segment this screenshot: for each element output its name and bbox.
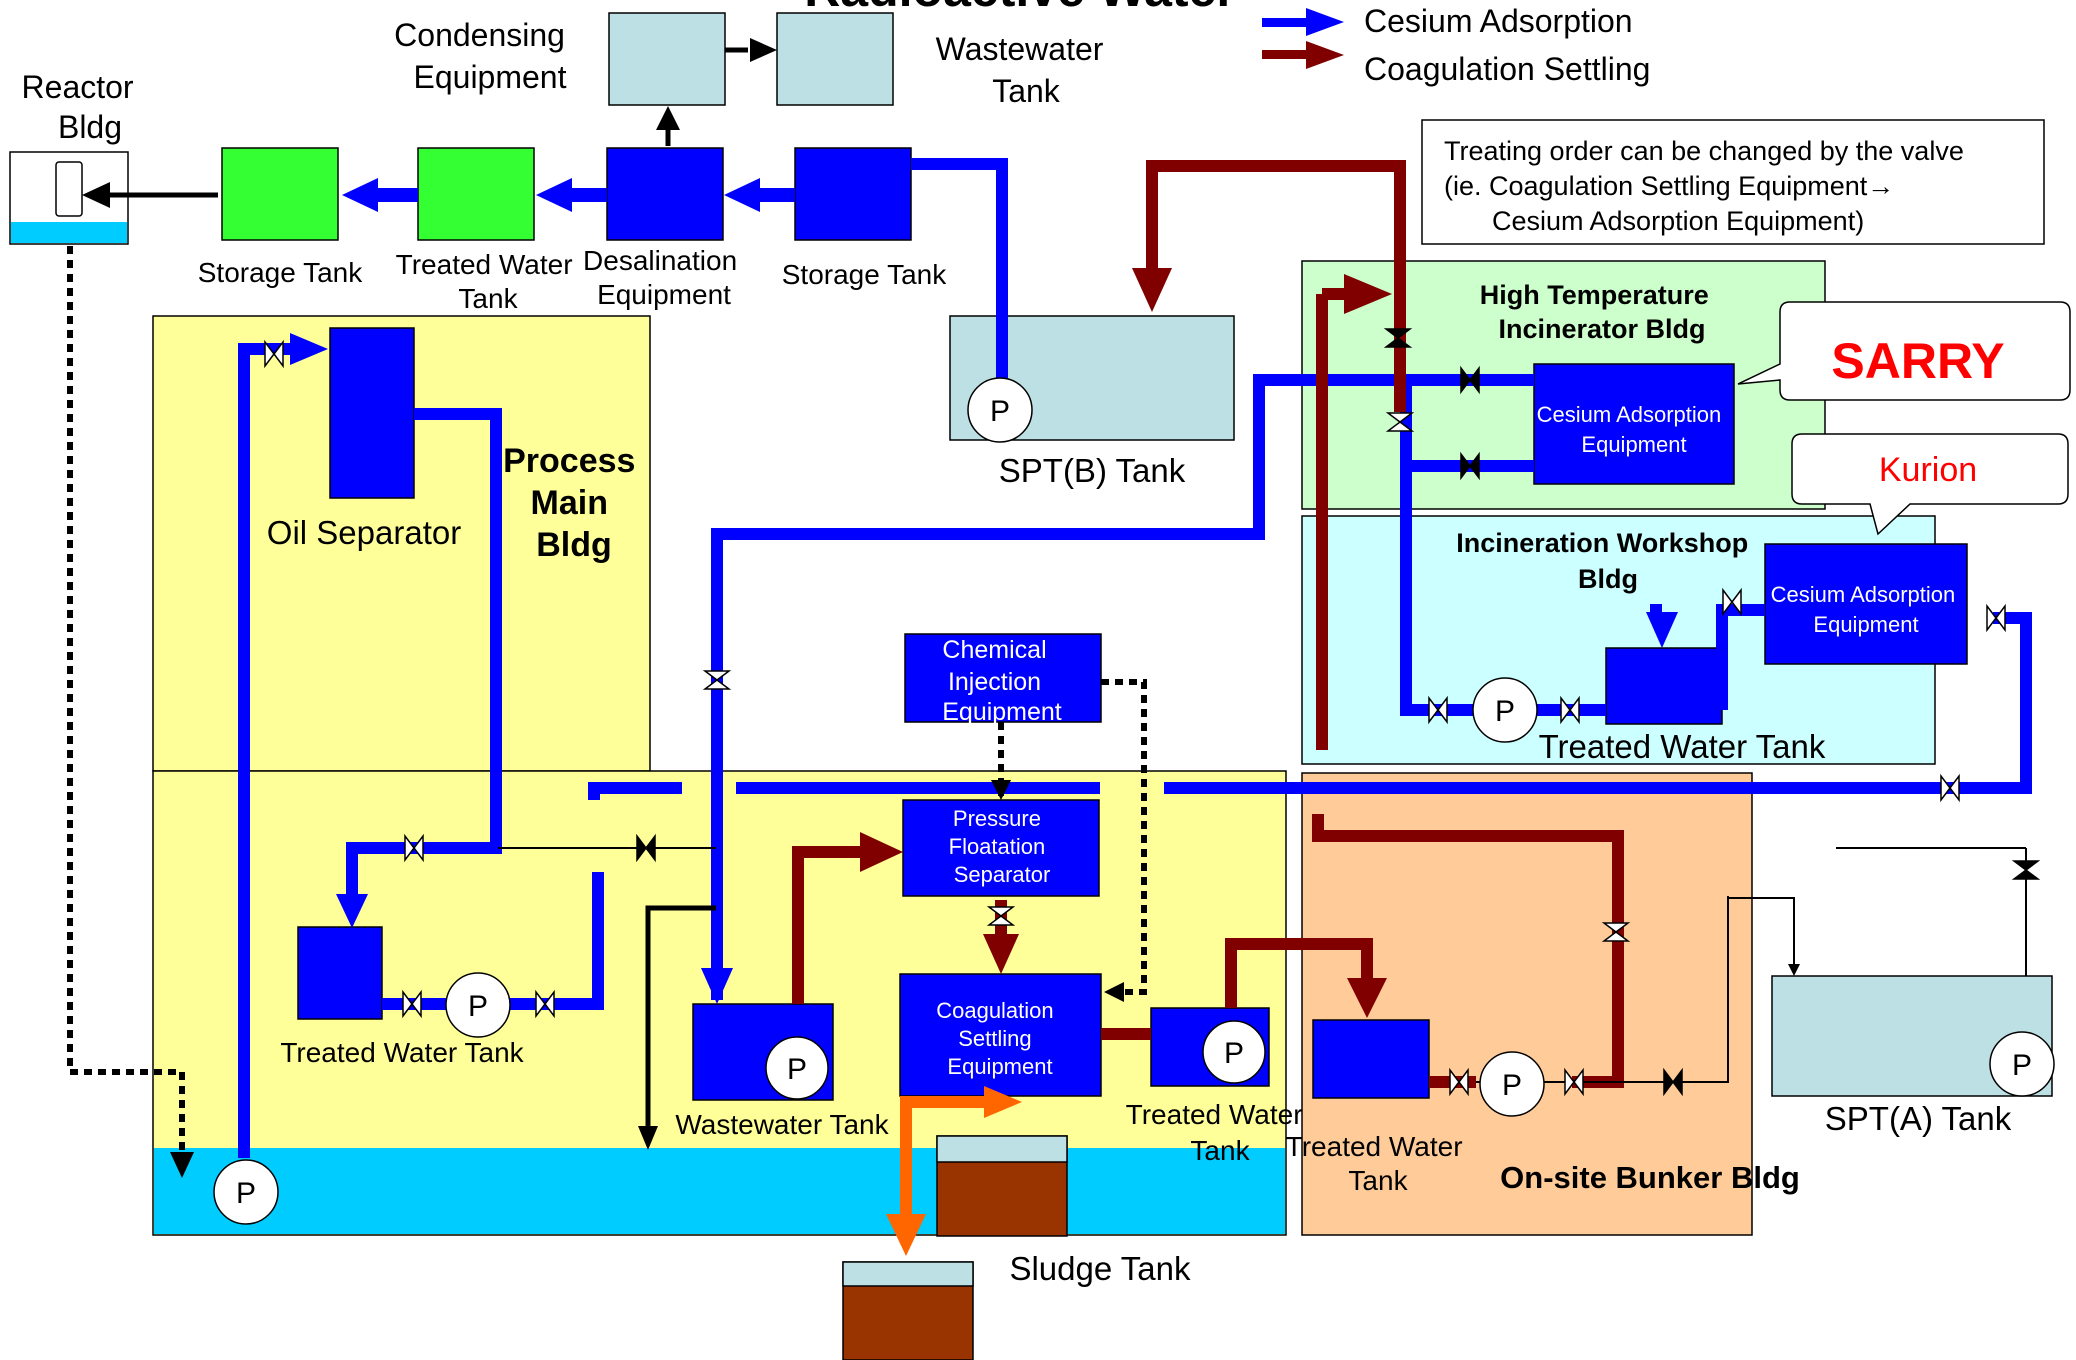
legend-cesium-label: Cesium Adsorption xyxy=(1364,3,1633,39)
wastewater-mid-label: Wastewater Tank xyxy=(675,1109,889,1140)
diagram-title: Radioactive Water xyxy=(804,0,1236,17)
valve-closed-icon xyxy=(2013,860,2039,880)
wastewater-tank-top xyxy=(776,12,894,106)
process-water-pool xyxy=(154,1148,1285,1234)
cesium-kurion-label: Cesium Adsorption Equipment xyxy=(1771,582,1962,637)
note-line-3: Cesium Adsorption Equipment) xyxy=(1492,206,1864,236)
svg-text:P: P xyxy=(990,395,1010,428)
legend-coag-label: Coagulation Settling xyxy=(1364,51,1650,87)
bunker-label: On-site Bunker Bldg xyxy=(1500,1160,1800,1195)
sludge-label: Sludge Tank xyxy=(1009,1250,1191,1287)
note-line-1: Treating order can be changed by the val… xyxy=(1444,136,1964,166)
high-temp-label: High Temperature Incinerator Bldg xyxy=(1480,280,1717,344)
reactor-drain-arrowhead xyxy=(170,1152,194,1178)
reactor-water xyxy=(11,222,127,243)
chemical-arrowhead-1 xyxy=(991,780,1011,800)
treated-water-tank-top xyxy=(417,147,535,241)
valve-open-icon xyxy=(1940,775,1960,801)
onsite-bunker-bldg xyxy=(1301,772,1753,1236)
treated-water-tank-left xyxy=(297,926,383,1020)
black-lines xyxy=(498,847,2027,1083)
oil-separator xyxy=(329,327,415,499)
reactor-arrow xyxy=(82,182,110,208)
cesium-sarry-label: Cesium Adsorption Equipment xyxy=(1537,402,1728,457)
pump-icon: P xyxy=(765,1036,829,1100)
treated-mid-label: Treated Water Tank xyxy=(1126,1099,1311,1166)
desalination-label: Desalination Equipment xyxy=(583,245,745,310)
pumps: P P P P P P P P xyxy=(213,377,2055,1225)
wastewater-top-label: Wastewater Tank xyxy=(936,31,1113,109)
reactor-core xyxy=(55,161,83,217)
pump-icon: P xyxy=(1989,1031,2055,1097)
process-main-label: Process Main Bldg xyxy=(503,442,645,564)
treated-water-tank-incin xyxy=(1605,647,1723,725)
chemical-injection-equipment xyxy=(904,633,1102,723)
spta-inlet-arrow xyxy=(1788,964,1800,976)
coagulation-settling-equipment xyxy=(899,973,1102,1097)
valve-open-icon xyxy=(704,670,730,690)
chemical-label: Chemical Injection Equipment xyxy=(942,636,1062,726)
oil-separator-label: Oil Separator xyxy=(267,514,461,551)
cesium-adsorption-kurion xyxy=(1764,543,1968,665)
svg-text:P: P xyxy=(1224,1037,1244,1070)
svg-text:P: P xyxy=(2012,1049,2032,1082)
sludge-tank-lower-top xyxy=(842,1261,974,1287)
condensing-equipment xyxy=(608,12,726,106)
storage-tank-left xyxy=(221,147,339,241)
legend: Cesium Adsorption Coagulation Settling xyxy=(1262,3,1650,87)
coagulation-label: Coagulation Settling Equipment xyxy=(936,998,1060,1079)
sarry-label: SARRY xyxy=(1831,333,2004,389)
reactor-label: Reactor Bldg xyxy=(22,69,143,145)
desalination-equipment xyxy=(606,147,724,241)
pump-icon: P xyxy=(1479,1051,1545,1117)
svg-text:P: P xyxy=(468,990,488,1023)
kurion-label: Kurion xyxy=(1879,451,1977,489)
valve-open-icon xyxy=(1986,605,2006,631)
treated-incin-label: Treated Water Tank xyxy=(1539,728,1826,765)
sludge-return-arrow xyxy=(638,1126,658,1150)
pump-icon: P xyxy=(445,972,511,1038)
condensing-arrow xyxy=(750,38,777,62)
sludge-arrow-right xyxy=(984,1086,1022,1118)
desal-up-arrow xyxy=(656,106,680,130)
treated-bunker-label: Treated Water Tank xyxy=(1286,1131,1471,1196)
storage-tank-right xyxy=(794,147,912,241)
svg-text:P: P xyxy=(787,1053,807,1086)
note-line-2: (ie. Coagulation Settling Equipment→ xyxy=(1444,171,1894,201)
coagulation-arrowheads xyxy=(860,268,1392,1018)
pressure-floatation-separator xyxy=(902,799,1100,897)
svg-text:P: P xyxy=(1495,695,1515,728)
pump-icon: P xyxy=(1472,677,1538,743)
incineration-label: Incineration Workshop Bldg xyxy=(1456,528,1756,594)
pressure-label: Pressure Floatation Separator xyxy=(949,806,1052,887)
sludge-tank-upper-top xyxy=(936,1135,1068,1163)
spta-label: SPT(A) Tank xyxy=(1825,1100,2012,1137)
treated-water-tank-bunker xyxy=(1312,1019,1430,1099)
cesium-adsorption-sarry xyxy=(1533,363,1735,485)
storage-left-label: Storage Tank xyxy=(198,257,363,288)
pump-icon: P xyxy=(213,1159,279,1225)
cesium-arrowheads xyxy=(290,333,1678,1004)
top-flow-arrows xyxy=(342,178,795,212)
pump-icon: P xyxy=(1202,1020,1266,1084)
sludge-pipes xyxy=(900,1096,988,1222)
sarry-callout xyxy=(1737,301,2071,401)
treated-left-label: Treated Water Tank xyxy=(280,1037,524,1068)
black-thick-lines xyxy=(96,47,748,1138)
kurion-callout xyxy=(1791,433,2069,536)
svg-text:P: P xyxy=(1502,1069,1522,1102)
note-box xyxy=(1421,119,2045,245)
sludge-arrow-down xyxy=(886,1214,926,1256)
storage-right-label: Storage Tank xyxy=(782,259,947,290)
treated-top-label: Treated Water Tank xyxy=(396,249,581,314)
pump-icon: P xyxy=(967,377,1033,443)
svg-text:P: P xyxy=(236,1177,256,1210)
sptb-label: SPT(B) Tank xyxy=(999,452,1186,489)
condensing-label: Condensing Equipment xyxy=(394,17,574,95)
chemical-arrowhead-2 xyxy=(1104,982,1124,1002)
